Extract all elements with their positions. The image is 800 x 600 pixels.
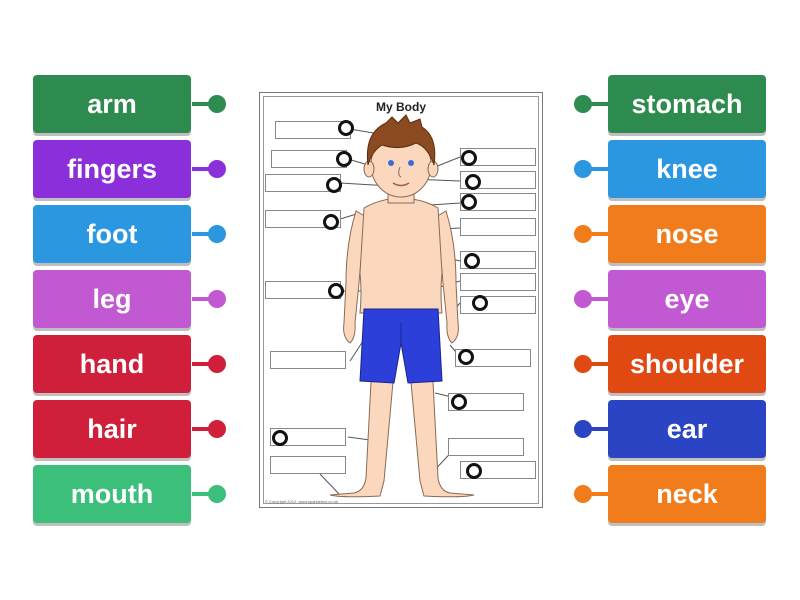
answer-box[interactable] — [270, 428, 346, 446]
label-leg[interactable]: leg — [33, 270, 191, 328]
label-text: eye — [664, 283, 710, 314]
connector — [588, 362, 610, 366]
drop-target[interactable] — [458, 349, 474, 365]
label-knee[interactable]: knee — [608, 140, 766, 198]
drop-target[interactable] — [323, 214, 339, 230]
label-text: hair — [87, 413, 137, 444]
label-text: knee — [656, 153, 718, 184]
drag-handle[interactable] — [208, 485, 226, 503]
drop-target[interactable] — [338, 120, 354, 136]
drop-target[interactable] — [464, 253, 480, 269]
boy-illustration — [319, 114, 475, 498]
answer-box[interactable] — [448, 438, 524, 456]
answer-box[interactable] — [455, 349, 531, 367]
drag-handle[interactable] — [208, 95, 226, 113]
label-hand[interactable]: hand — [33, 335, 191, 393]
drag-handle[interactable] — [208, 355, 226, 373]
worksheet-title: My Body — [375, 100, 426, 114]
drop-target[interactable] — [461, 194, 477, 210]
drag-handle[interactable] — [574, 290, 592, 308]
label-shoulder[interactable]: shoulder — [608, 335, 766, 393]
label-text: shoulder — [629, 348, 744, 379]
label-text: mouth — [70, 478, 154, 509]
connector — [192, 297, 214, 301]
connector — [192, 232, 214, 236]
connector — [588, 102, 610, 106]
worksheet-image: My Body — [259, 92, 543, 508]
drop-target[interactable] — [326, 177, 342, 193]
answer-box[interactable] — [265, 210, 341, 228]
drop-target[interactable] — [328, 283, 344, 299]
drag-handle[interactable] — [208, 290, 226, 308]
answer-box[interactable] — [460, 273, 536, 291]
connector — [192, 492, 214, 496]
connector — [588, 167, 610, 171]
drag-handle[interactable] — [574, 225, 592, 243]
answer-box[interactable] — [270, 351, 346, 369]
label-text: ear — [666, 413, 708, 444]
label-mouth[interactable]: mouth — [33, 465, 191, 523]
connector — [192, 427, 214, 431]
drag-handle[interactable] — [574, 95, 592, 113]
drag-handle[interactable] — [574, 420, 592, 438]
label-text: arm — [87, 88, 137, 119]
label-nose[interactable]: nose — [608, 205, 766, 263]
drop-target[interactable] — [451, 394, 467, 410]
drag-handle[interactable] — [574, 355, 592, 373]
drop-target[interactable] — [466, 463, 482, 479]
connector — [588, 297, 610, 301]
drag-handle[interactable] — [574, 485, 592, 503]
connector — [588, 232, 610, 236]
label-stomach[interactable]: stomach — [608, 75, 766, 133]
answer-box[interactable] — [448, 393, 524, 411]
drop-target[interactable] — [272, 430, 288, 446]
label-hair[interactable]: hair — [33, 400, 191, 458]
drop-target[interactable] — [472, 295, 488, 311]
worksheet-border — [263, 96, 539, 504]
connector — [192, 102, 214, 106]
drag-handle[interactable] — [208, 160, 226, 178]
copyright-text: © Copyright 2012, www.sparklebox.co.uk — [265, 499, 338, 504]
drop-target[interactable] — [465, 174, 481, 190]
drop-target[interactable] — [461, 150, 477, 166]
answer-box[interactable] — [460, 193, 536, 211]
connector — [192, 362, 214, 366]
label-text: hand — [79, 348, 145, 379]
connector — [588, 427, 610, 431]
label-foot[interactable]: foot — [33, 205, 191, 263]
drag-handle[interactable] — [208, 225, 226, 243]
drag-handle[interactable] — [208, 420, 226, 438]
label-fingers[interactable]: fingers — [33, 140, 191, 198]
label-text: stomach — [631, 88, 743, 119]
label-neck[interactable]: neck — [608, 465, 766, 523]
connector — [192, 167, 214, 171]
label-text: neck — [656, 478, 718, 509]
answer-box[interactable] — [460, 148, 536, 166]
label-ear[interactable]: ear — [608, 400, 766, 458]
label-arm[interactable]: arm — [33, 75, 191, 133]
drag-handle[interactable] — [574, 160, 592, 178]
answer-box[interactable] — [270, 456, 346, 474]
connector — [588, 492, 610, 496]
label-eye[interactable]: eye — [608, 270, 766, 328]
label-text: foot — [86, 218, 138, 249]
drop-target[interactable] — [336, 151, 352, 167]
answer-box[interactable] — [460, 218, 536, 236]
label-text: leg — [92, 283, 132, 314]
label-text: fingers — [66, 153, 158, 184]
label-text: nose — [655, 218, 719, 249]
